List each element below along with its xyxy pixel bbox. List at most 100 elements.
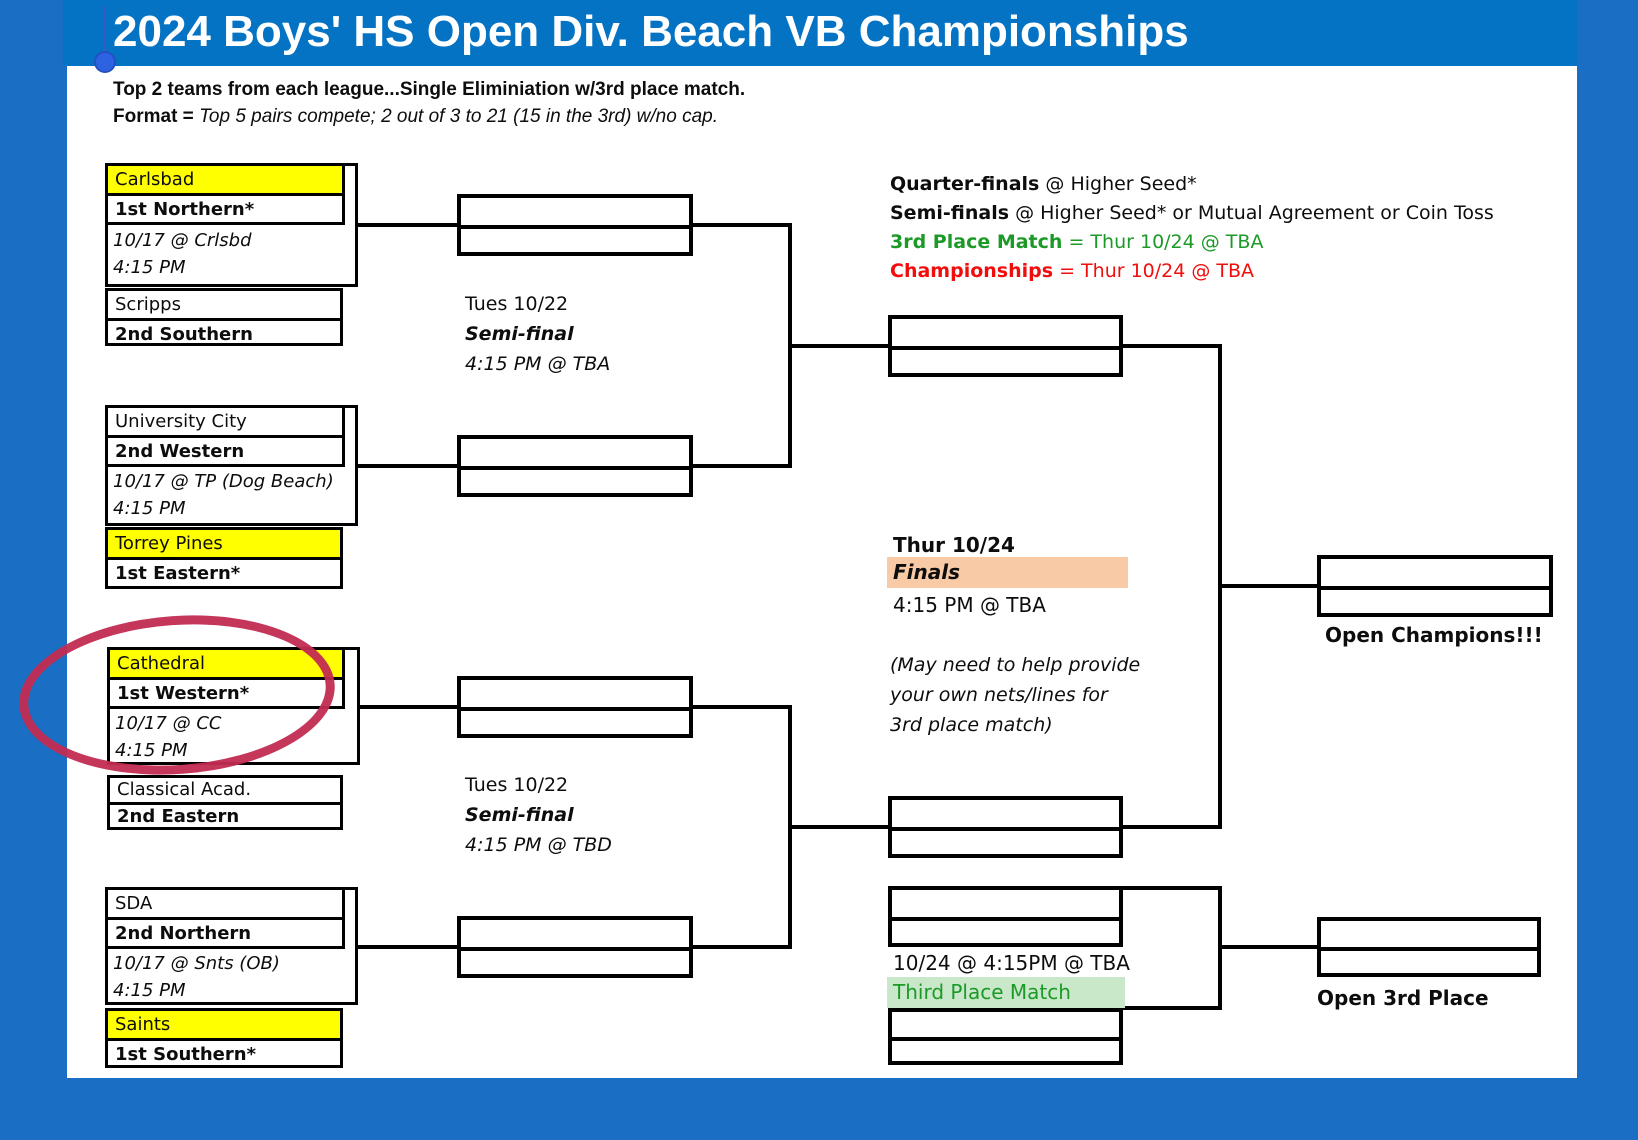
- match2-venue: 10/17 @ TP (Dog Beach): [113, 471, 334, 492]
- match1-info: 10/17 @ Crlsbd 4:15 PM: [113, 227, 252, 281]
- match1-time: 4:15 PM: [113, 257, 186, 278]
- connector-match2-to-qf2: [355, 464, 457, 468]
- match4-team2-box: Saints 1st Southern*: [105, 1008, 343, 1068]
- connector-qf4-out: [693, 945, 792, 949]
- format-text: Top 5 pairs compete; 2 out of 3 to 21 (1…: [199, 106, 719, 127]
- rule-championships: Championships = Thur 10/24 @ TBA: [890, 260, 1255, 282]
- connector-champion-in: [1220, 584, 1317, 588]
- finals-highlight-bar: Finals: [887, 557, 1128, 588]
- slot-divider: [461, 680, 689, 711]
- semifinal1-label: Semi-final: [465, 323, 574, 345]
- selection-caret-line: [103, 6, 106, 56]
- semifinal2-date: Tues 10/22: [465, 774, 569, 796]
- match2-time: 4:15 PM: [113, 498, 186, 519]
- match4-info: 10/17 @ Snts (OB) 4:15 PM: [113, 950, 280, 1004]
- finals-note-line1: (May need to help provide: [890, 654, 1141, 676]
- seed-label: 2nd Northern: [115, 923, 252, 944]
- match3-team1-box: Cathedral 1st Western*: [107, 647, 345, 709]
- rule-quarterfinals: Quarter-finals @ Higher Seed*: [890, 173, 1197, 195]
- third-place-info: 10/24 @ 4:15PM @ TBA: [893, 951, 1130, 975]
- match3-venue: 10/17 @ CC: [115, 713, 222, 734]
- third-place-winner-slot: [1317, 917, 1541, 977]
- finals-date: Thur 10/24: [893, 533, 1015, 557]
- connector-sf1-in: [790, 344, 888, 348]
- champion-slot: [1317, 555, 1553, 617]
- team-name-classical-acad: Classical Acad.: [110, 778, 340, 805]
- team-name-scripps: Scripps: [108, 291, 340, 321]
- semifinal2-label: Semi-final: [465, 804, 574, 826]
- finals-note-line3: 3rd place match): [890, 714, 1053, 736]
- header-note-line1: Top 2 teams from each league...Single El…: [113, 79, 746, 100]
- connector-qf3-out: [693, 705, 792, 709]
- semifinal2-text: Tues 10/22 Semi-final 4:15 PM @ TBD: [465, 770, 612, 860]
- third-place-result-label: Open 3rd Place: [1317, 986, 1489, 1010]
- third-place-team1-slot: [888, 886, 1123, 947]
- seed-label: 2nd Southern: [115, 324, 253, 345]
- match3-info: 10/17 @ CC 4:15 PM: [115, 710, 221, 764]
- connector-match3-to-qf3: [357, 705, 457, 709]
- connector-third-top: [1123, 886, 1222, 890]
- connector-qf2-out: [693, 464, 792, 468]
- team-name-saints: Saints: [108, 1011, 340, 1041]
- match1-team2-box: Scripps 2nd Southern: [105, 288, 343, 346]
- connector-sf2-in: [790, 825, 888, 829]
- match4-time: 4:15 PM: [113, 980, 186, 1001]
- slot-divider: [892, 890, 1119, 921]
- qf3-winner-slot: [457, 676, 693, 738]
- rule-third-place: 3rd Place Match = Thur 10/24 @ TBA: [890, 231, 1264, 253]
- header-note-line2: Format = Top 5 pairs compete; 2 out of 3…: [113, 106, 718, 128]
- semifinal2-time: 4:15 PM @ TBD: [465, 834, 612, 856]
- match3-team2-box: Classical Acad. 2nd Eastern: [107, 775, 343, 830]
- match2-info: 10/17 @ TP (Dog Beach) 4:15 PM: [113, 468, 334, 522]
- slot-divider: [461, 198, 689, 229]
- team-name-carlsbad: Carlsbad: [108, 166, 342, 196]
- slot-divider: [892, 1012, 1119, 1041]
- finals-time: 4:15 PM @ TBA: [893, 593, 1046, 617]
- finals-note-line2: your own nets/lines for: [890, 684, 1108, 706]
- connector-match4-to-qf4: [355, 945, 457, 949]
- third-place-highlight-bar: Third Place Match: [887, 977, 1125, 1008]
- team-name-sda: SDA: [108, 890, 342, 920]
- qf4-winner-slot: [457, 916, 693, 978]
- team-name-torrey-pines: Torrey Pines: [108, 530, 340, 560]
- slot-divider: [892, 800, 1119, 831]
- sf2-winner-slot: [888, 796, 1123, 858]
- semifinal1-text: Tues 10/22 Semi-final 4:15 PM @ TBA: [465, 289, 610, 379]
- team-name-university-city: University City: [108, 408, 342, 438]
- third-place-label: Third Place Match: [893, 980, 1071, 1004]
- connector-third-bottom: [1123, 1006, 1222, 1010]
- rules-block: Quarter-finals @ Higher Seed* Semi-final…: [890, 170, 1494, 286]
- match2-team1-box: University City 2nd Western: [105, 405, 345, 467]
- third-place-team2-slot: [888, 1008, 1123, 1065]
- rule-semifinals: Semi-finals @ Higher Seed* or Mutual Agr…: [890, 202, 1494, 224]
- qf1-winner-slot: [457, 194, 693, 256]
- match3-time: 4:15 PM: [115, 740, 188, 761]
- seed-label: 2nd Western: [115, 441, 245, 462]
- page-title: 2024 Boys' HS Open Div. Beach VB Champio…: [113, 7, 1189, 56]
- connector-third-winner-in: [1220, 945, 1317, 949]
- semifinal1-date: Tues 10/22: [465, 293, 569, 315]
- selection-handle-dot[interactable]: [94, 51, 116, 73]
- title-bar: 2024 Boys' HS Open Div. Beach VB Champio…: [63, 0, 1577, 66]
- connector-qf1-out: [693, 223, 792, 227]
- sf1-winner-slot: [888, 315, 1123, 377]
- seed-label: 1st Northern*: [115, 199, 255, 220]
- match1-venue: 10/17 @ Crlsbd: [113, 230, 252, 251]
- seed-label: 1st Western*: [117, 683, 250, 704]
- team-name-cathedral: Cathedral: [110, 650, 342, 680]
- finals-note: (May need to help provide your own nets/…: [890, 650, 1140, 740]
- match2-team2-box: Torrey Pines 1st Eastern*: [105, 527, 343, 589]
- match4-venue: 10/17 @ Snts (OB): [113, 953, 280, 974]
- match4-team1-box: SDA 2nd Northern: [105, 887, 345, 949]
- slot-divider: [1321, 921, 1537, 951]
- slot-divider: [1321, 559, 1549, 590]
- finals-label: Finals: [893, 560, 961, 584]
- connector-match1-to-qf1: [355, 223, 457, 227]
- qf2-winner-slot: [457, 435, 693, 497]
- connector-sf2-out: [1123, 825, 1222, 829]
- slot-divider: [461, 920, 689, 951]
- slot-divider: [892, 319, 1119, 350]
- semifinal1-time: 4:15 PM @ TBA: [465, 353, 611, 375]
- slot-divider: [461, 439, 689, 470]
